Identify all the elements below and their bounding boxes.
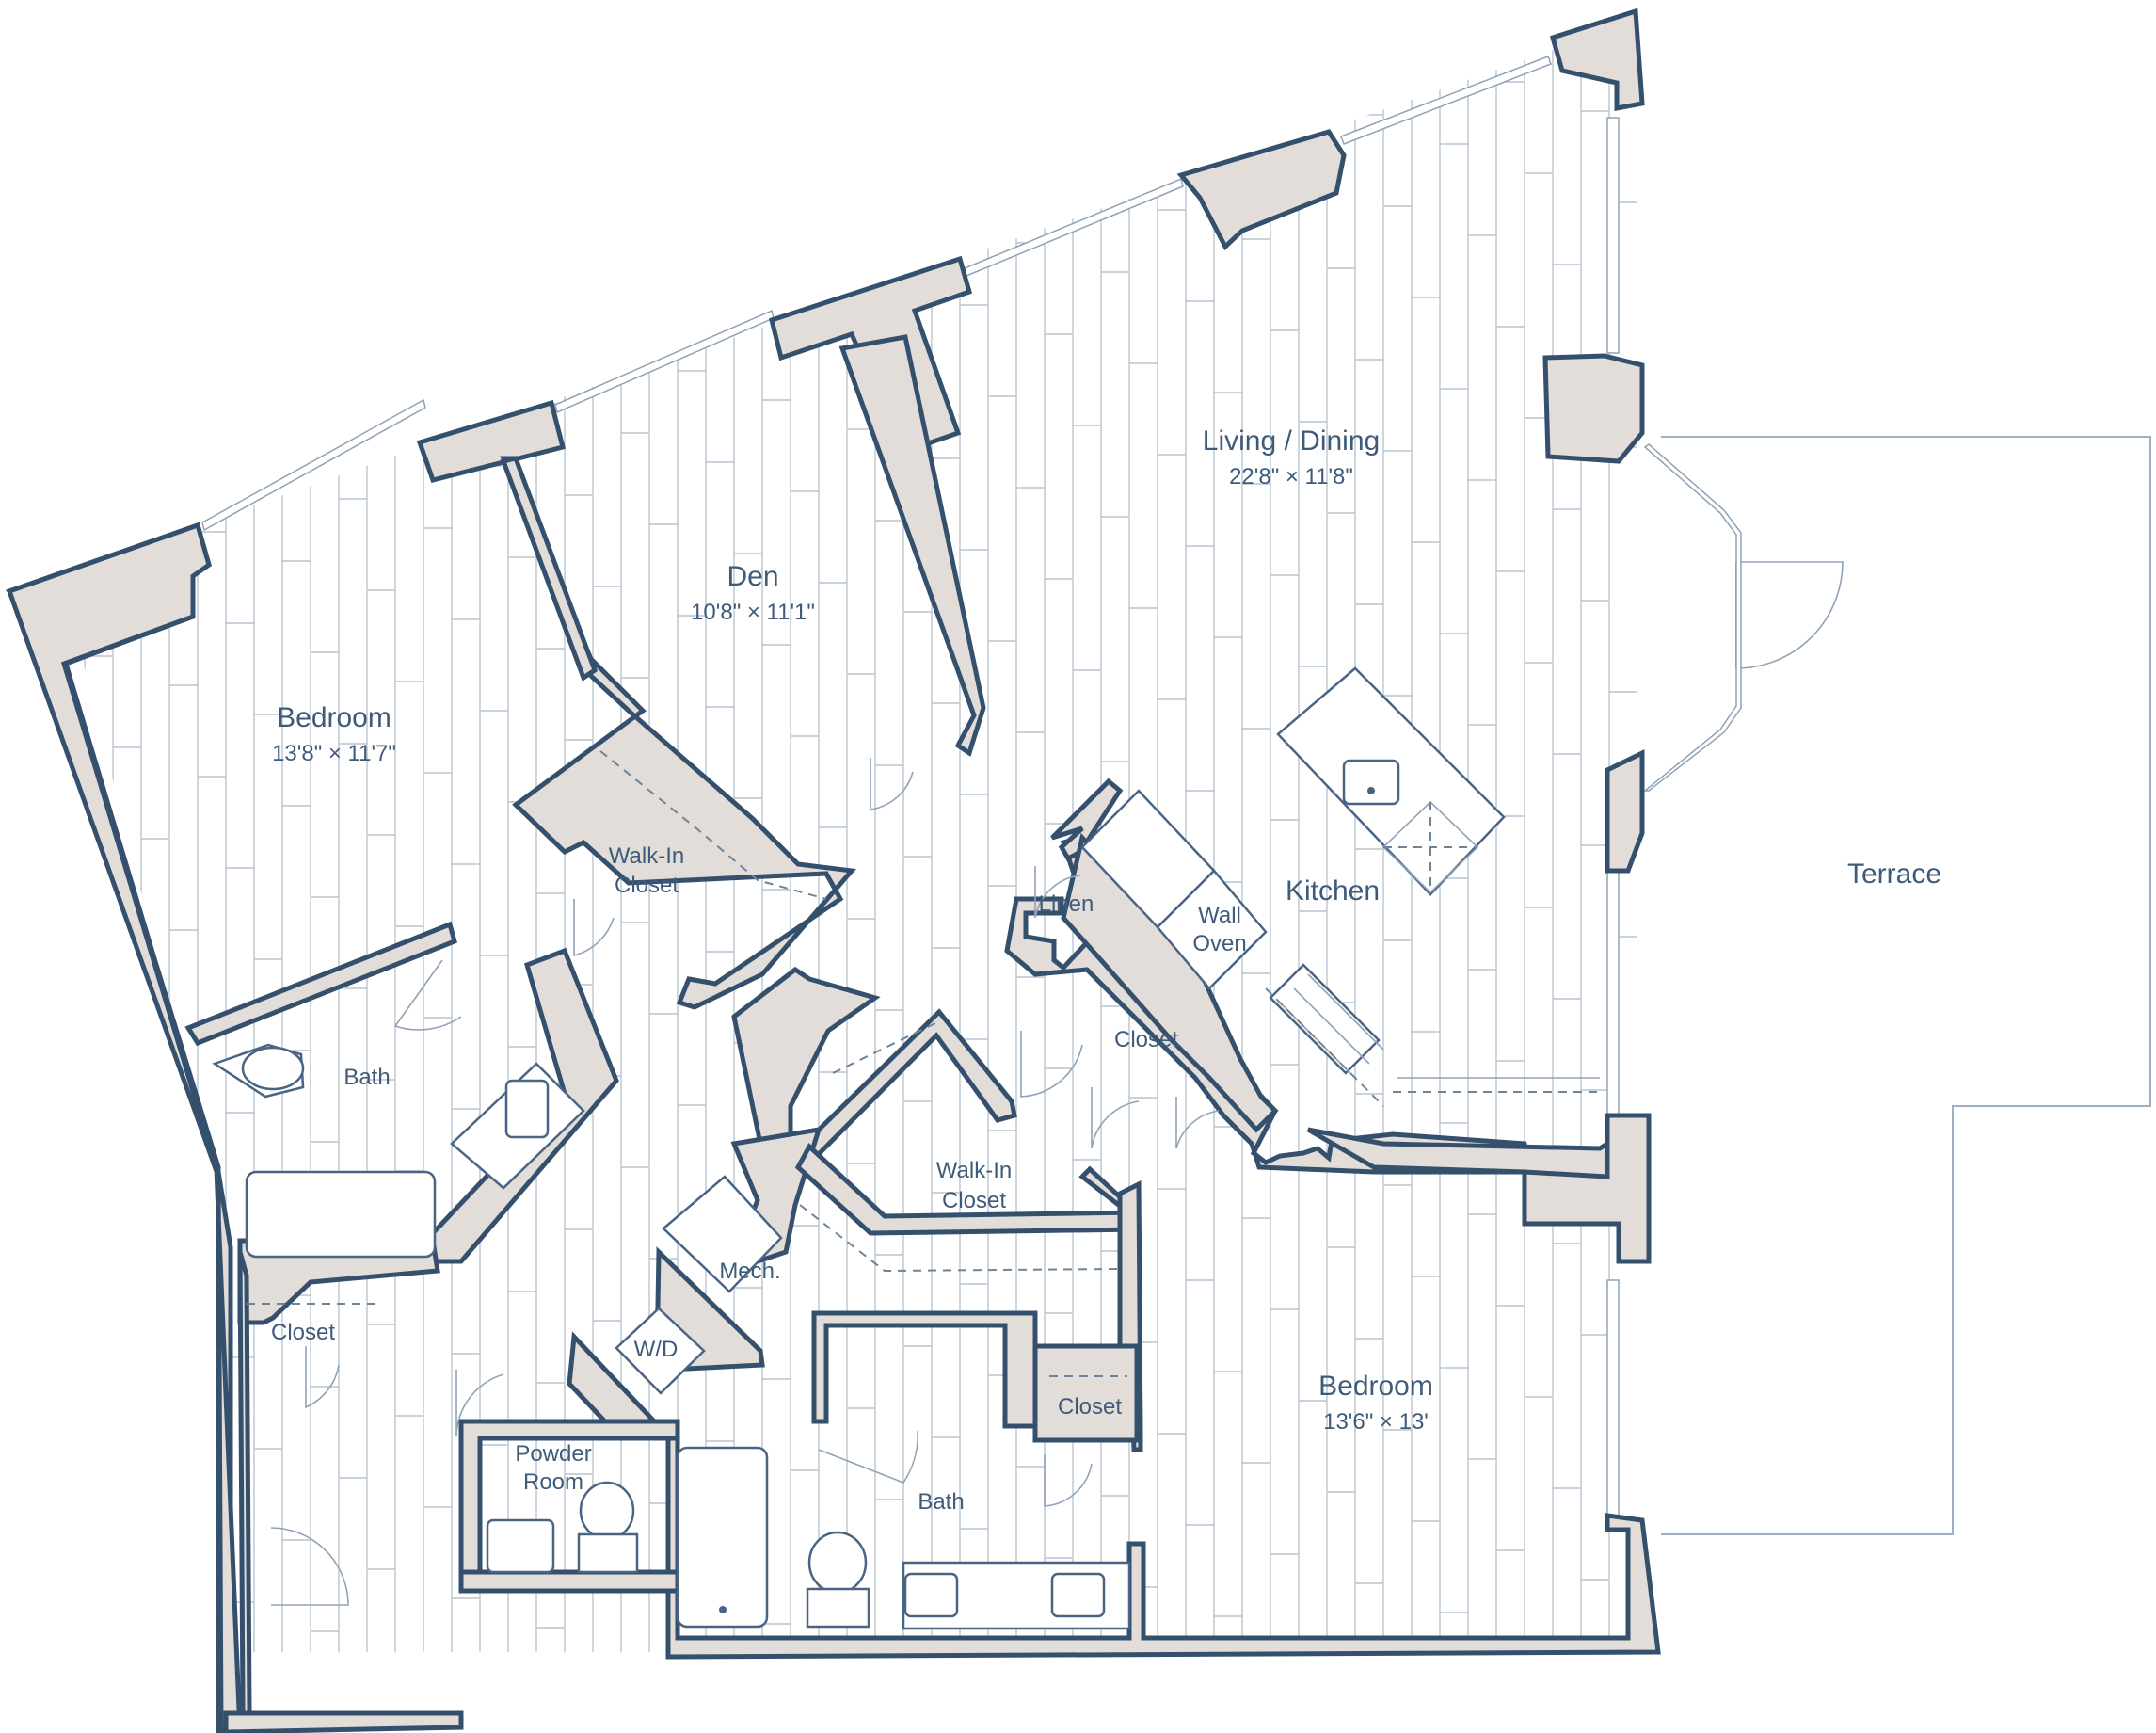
kitchen-name: Kitchen <box>1286 875 1380 907</box>
living-dims: 22'8" × 11'8" <box>1229 464 1353 489</box>
den-name: Den <box>727 561 778 592</box>
door-swings <box>270 758 1220 1606</box>
powder-fixtures <box>486 1481 639 1574</box>
powder-line1: Powder <box>515 1441 591 1467</box>
bedroom2-dims: 13'6" × 13' <box>1323 1409 1429 1435</box>
bedroom1-name: Bedroom <box>277 702 391 733</box>
walkin1-line2: Closet <box>615 873 679 898</box>
closet-bed2-name: Closet <box>1058 1394 1122 1420</box>
walkin1-line1: Walk-In <box>609 843 684 869</box>
bedroom2-name: Bedroom <box>1318 1371 1433 1402</box>
closet-rods <box>247 750 1127 1377</box>
bay-window <box>1642 443 1742 792</box>
wd-name: W/D <box>634 1337 679 1362</box>
closet-hall-name: Closet <box>1114 1027 1178 1052</box>
den-dims: 10'8" × 11'1" <box>691 600 815 625</box>
walkin2-line2: Closet <box>942 1188 1006 1213</box>
linen-name: Linen <box>1039 891 1094 917</box>
powder-line2: Room <box>523 1469 583 1495</box>
bath1-fixtures <box>212 1043 585 1259</box>
terrace-name: Terrace <box>1847 858 1941 890</box>
room-labels: Bedroom 13'8" × 11'7" Den 10'8" × 11'1" … <box>271 425 1941 1515</box>
closet-bed1-name: Closet <box>271 1320 335 1345</box>
east-windows <box>1606 117 1620 1526</box>
wall-oven-line1: Wall <box>1198 903 1241 928</box>
bath2-name: Bath <box>918 1489 964 1515</box>
wall-oven-line2: Oven <box>1192 931 1246 956</box>
interior-walls <box>184 334 1610 1716</box>
mech-name: Mech. <box>719 1259 780 1284</box>
terrace-door-swing <box>1735 561 1844 669</box>
bath1-name: Bath <box>343 1065 390 1090</box>
bath2-fixtures <box>676 1446 1131 1630</box>
living-name: Living / Dining <box>1203 425 1380 457</box>
floor-boards <box>56 19 1637 1652</box>
kitchen-island <box>1276 666 1506 896</box>
terrace-area <box>1661 436 2151 1535</box>
walkin2-line1: Walk-In <box>936 1158 1012 1183</box>
north-windows <box>201 56 1552 532</box>
kitchen-appliances <box>1080 789 1600 1107</box>
washer-dryer <box>615 1175 783 1395</box>
bedroom1-dims: 13'8" × 11'7" <box>272 741 396 766</box>
